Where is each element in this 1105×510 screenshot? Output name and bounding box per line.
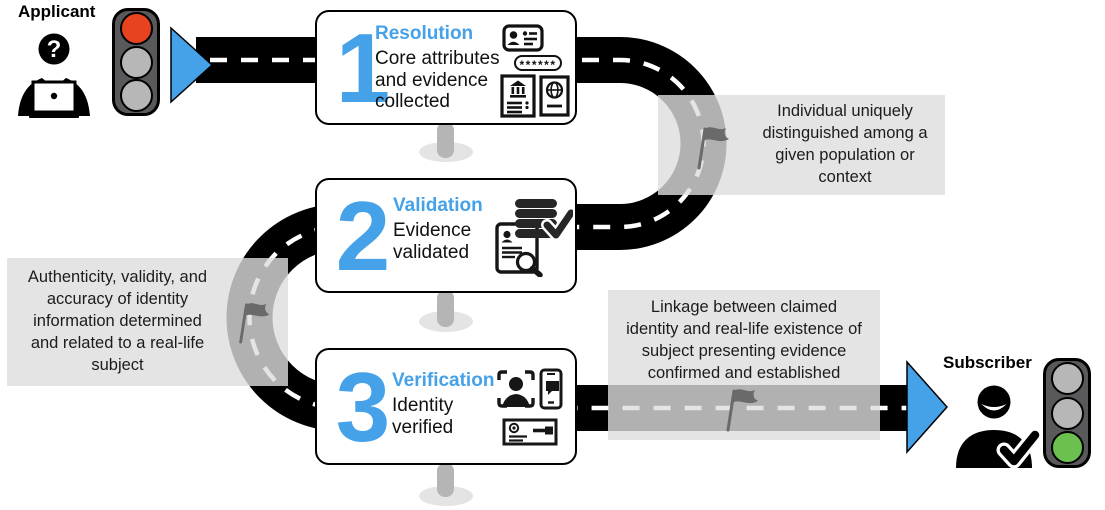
step-number: 3 bbox=[335, 351, 391, 462]
certificate-document-icon bbox=[500, 74, 536, 118]
callout-resolution-text: Individual uniquely distinguished among … bbox=[762, 102, 928, 186]
smartphone-chat-icon bbox=[539, 368, 563, 410]
traffic-light-red bbox=[119, 11, 153, 45]
step-box-resolution: 1 Resolution Core attributes and evidenc… bbox=[315, 10, 577, 125]
step-title: Validation bbox=[393, 195, 483, 216]
step-box-validation: 2 Validation Evidence validated bbox=[315, 178, 577, 293]
face-capture-icon bbox=[497, 370, 535, 408]
question-mark-glyph: ? bbox=[47, 36, 62, 63]
callout-validation: Authenticity, validity, and accuracy of … bbox=[7, 258, 288, 386]
password-mask: ****** bbox=[519, 57, 557, 72]
start-arrow-icon bbox=[170, 26, 214, 104]
id-card-icon bbox=[502, 24, 544, 52]
step-title: Resolution bbox=[375, 23, 474, 44]
step-box-verification: 3 Verification Identity verified bbox=[315, 348, 577, 465]
password-field-icon: ****** bbox=[514, 55, 562, 71]
applicant-traffic-light bbox=[112, 8, 160, 116]
signpost-2 bbox=[437, 290, 454, 327]
passport-icon bbox=[539, 75, 570, 117]
callout-verification: Linkage between claimed identity and rea… bbox=[608, 290, 880, 440]
callout-verification-text: Linkage between claimed identity and rea… bbox=[626, 298, 862, 382]
milestone-flag-icon bbox=[697, 127, 729, 170]
signpost-1 bbox=[437, 122, 454, 158]
subscriber-label: Subscriber bbox=[943, 353, 1032, 372]
callout-validation-text: Authenticity, validity, and accuracy of … bbox=[27, 268, 208, 374]
callout-resolution: Individual uniquely distinguished among … bbox=[658, 95, 945, 195]
step-description: Identity verified bbox=[392, 395, 454, 438]
applicant-label: Applicant bbox=[18, 2, 96, 21]
milestone-flag-icon bbox=[726, 389, 758, 432]
step-title: Verification bbox=[392, 370, 495, 391]
step-number: 1 bbox=[335, 12, 391, 123]
end-arrow-icon bbox=[906, 360, 949, 454]
milestone-flag-icon bbox=[239, 303, 270, 344]
subscriber-person-icon bbox=[956, 385, 1040, 468]
traffic-light-off bbox=[119, 45, 153, 79]
traffic-light-off bbox=[1050, 396, 1084, 430]
traffic-light-off bbox=[119, 79, 153, 113]
step-number: 2 bbox=[335, 180, 391, 291]
traffic-light-green bbox=[1050, 430, 1084, 464]
traffic-light-off bbox=[1050, 362, 1084, 396]
database-check-icon bbox=[515, 199, 573, 241]
step-description: Evidence validated bbox=[393, 220, 472, 263]
applicant-person-icon: ? bbox=[18, 33, 90, 118]
subscriber-traffic-light bbox=[1043, 358, 1091, 468]
mail-postcard-icon bbox=[502, 418, 558, 446]
step-description: Core attributes and evidence collected bbox=[375, 48, 500, 112]
signpost-3 bbox=[437, 463, 454, 497]
